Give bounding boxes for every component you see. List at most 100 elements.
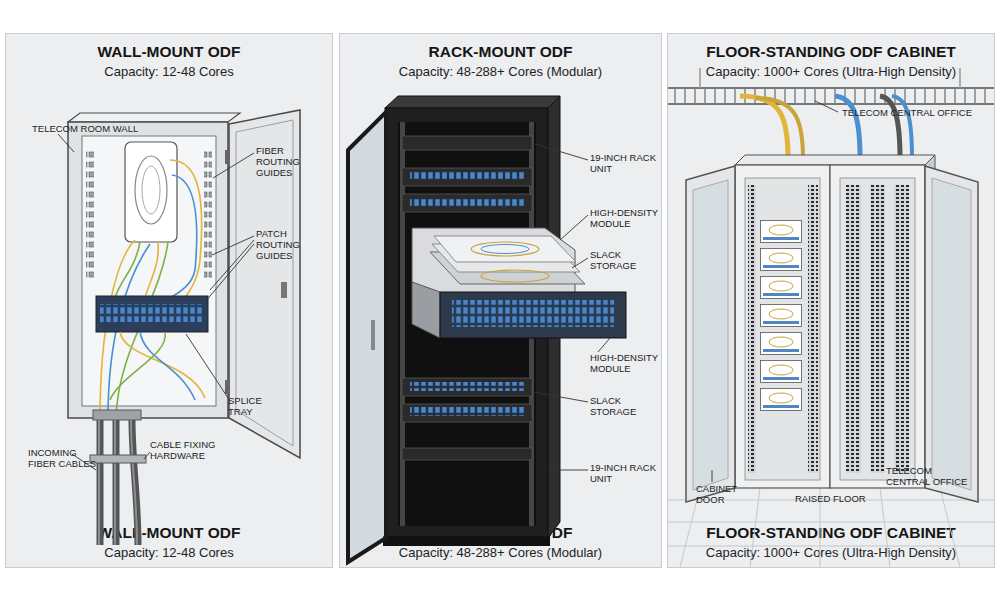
tray-hanger: [700, 68, 960, 88]
tray-coil: [142, 166, 160, 214]
patch-ports: [410, 382, 524, 391]
callout-label: SPLICE TRAY: [228, 396, 273, 418]
leader-line: [533, 392, 588, 402]
patch-panel: [96, 296, 208, 332]
leader-line: [535, 144, 588, 160]
wall-cabinet: [68, 122, 228, 418]
leader-line: [572, 258, 588, 268]
module-ports: [452, 300, 614, 327]
callout-label: 19-INCH RACK UNIT: [590, 153, 656, 175]
callout-label: INCOMING FIBER CABLES: [28, 448, 100, 470]
panel-title: RACK-MOUNT ODF: [340, 43, 661, 61]
callout-label: SLACK STORAGE: [590, 396, 650, 418]
panel-title: WALL-MOUNT ODF: [6, 524, 332, 542]
patch-panel: [402, 194, 532, 212]
rack-opening: [398, 122, 536, 526]
cabinet-interior: [840, 178, 915, 480]
cable-highlight: [98, 420, 100, 545]
panel-title: FLOOR-STANDING ODF CABINET: [668, 524, 994, 542]
callout-label: TELECOM CENTRAL OFFICE: [842, 108, 992, 119]
rack-rail: [529, 122, 534, 526]
hinge: [225, 150, 230, 164]
incoming-cable: [97, 420, 104, 545]
cable-gland-plate: [93, 410, 141, 420]
splice-modules: [760, 220, 802, 416]
patch-ports: [410, 407, 524, 416]
port-strip: [870, 185, 885, 473]
rack-unit: [402, 136, 532, 150]
cabinet-side: [925, 155, 935, 488]
callout-label: TELECOM ROOM WALL: [32, 124, 142, 135]
callout-label: SLACK STORAGE: [590, 250, 650, 272]
rack-side: [548, 96, 560, 538]
patch-ports: [100, 304, 204, 322]
callout-label: CABLE FIXING HARDWARE: [150, 440, 230, 462]
rack-rail: [400, 122, 405, 526]
rack-base: [383, 536, 550, 546]
fiber: [115, 242, 140, 298]
leader-line: [549, 470, 588, 471]
callout-label: HIGH-DENSITY MODULE: [590, 353, 660, 375]
fiber: [145, 242, 158, 298]
glass-door: [348, 112, 386, 562]
odf-panel: WALL-MOUNT ODFCapacity: 12-48 CoresWALL-…: [5, 33, 333, 568]
cable-tray-rail: [668, 88, 994, 104]
cable-bundle: [880, 96, 900, 158]
leader-line: [58, 134, 74, 152]
cabinet-door: [925, 166, 978, 502]
capacity-text: Capacity: 1000+ Cores (Ultra-High Densit…: [668, 545, 994, 560]
door-handle: [371, 320, 375, 350]
fiber: [110, 332, 165, 400]
leader-line: [205, 236, 254, 302]
odf-cabinet: [735, 165, 830, 488]
rack-top: [385, 96, 560, 108]
port-strip: [894, 185, 909, 473]
patch-panel: [402, 168, 532, 186]
splice-tray: [434, 236, 576, 262]
door-handle: [281, 282, 287, 298]
leader-line: [213, 153, 254, 178]
fiber: [120, 332, 205, 398]
callout-label: FIBER ROUTING GUIDES: [256, 146, 328, 179]
cable-bundle: [892, 96, 912, 158]
callout-label: TELECOM CENTRAL OFFICE: [886, 466, 978, 488]
routing-guides: [86, 150, 94, 280]
fiber-coil: [481, 270, 549, 282]
fiber: [170, 175, 197, 298]
leader-line: [712, 470, 713, 482]
port-strip: [808, 185, 818, 473]
cable-bundle: [755, 98, 803, 158]
rack-unit: [402, 448, 532, 460]
patch-panel: [402, 404, 532, 422]
callout-label: RAISED FLOOR: [795, 494, 885, 505]
cabinet-interior: [82, 136, 216, 406]
splice-drawer: [430, 252, 585, 284]
cabinet-interior: [745, 178, 820, 480]
patch-ports: [410, 198, 524, 207]
port-strip: [748, 185, 756, 473]
odf-panel: RACK-MOUNT ODF Capacity: 48-288+ Cores (M…: [339, 33, 662, 568]
door-glass: [693, 180, 728, 490]
fiber: [170, 160, 202, 298]
incoming-cable: [132, 420, 138, 545]
splice-tray: [125, 142, 177, 242]
hinge: [225, 380, 230, 394]
fiber: [108, 244, 150, 418]
fiber: [116, 242, 168, 418]
capacity-text: Capacity: 48-288+ Cores (Modular): [340, 64, 661, 79]
capacity-text: Capacity: 12-48 Cores: [6, 64, 332, 79]
cable-clamp: [90, 455, 146, 463]
callout-label: 19-INCH RACK UNIT: [590, 463, 656, 485]
rack-body: [385, 108, 548, 538]
cabinet-top: [735, 155, 935, 165]
callout-label: PATCH ROUTING GUIDES: [256, 229, 328, 262]
callout-label: CABINET DOOR: [696, 484, 751, 506]
cable-highlight: [114, 420, 116, 545]
fiber-coil: [471, 242, 539, 256]
capacity-text: Capacity: 12-48 Cores: [6, 545, 332, 560]
capacity-text: Capacity: 48-288+ Cores (Modular): [340, 545, 661, 560]
tray-coil: [135, 156, 167, 224]
routing-guides: [204, 150, 212, 280]
cable-highlight: [131, 420, 137, 545]
cabinet-door: [686, 166, 735, 502]
